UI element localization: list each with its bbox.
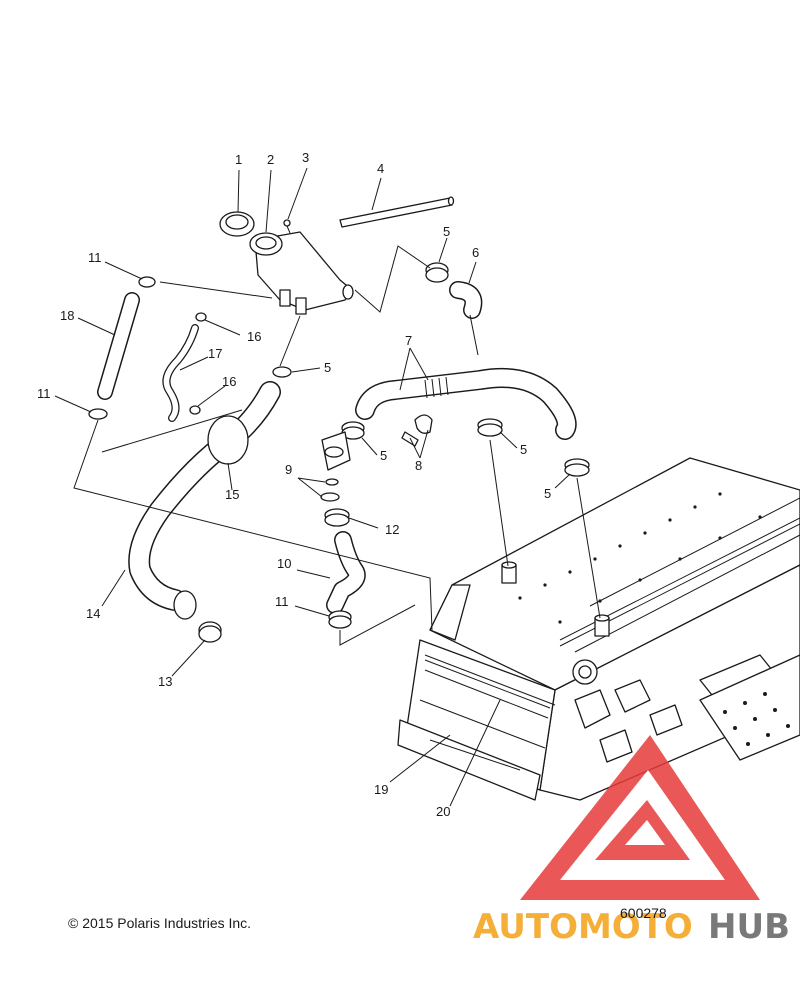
callout-11-bottom: 11 [275,594,289,609]
part-18-hose [97,292,140,400]
leader-lines [54,167,601,807]
callout-5-right: 5 [520,442,527,457]
part-11-clamps [88,276,352,629]
part-5-clamps [272,262,590,477]
callout-5-top: 5 [443,224,450,239]
callout-5-far-right: 5 [544,486,551,501]
callout-10: 10 [277,556,291,571]
part-4-pipe [339,196,455,228]
copyright-notice: © 2015 Polaris Industries Inc. [68,915,251,931]
part-6-elbow-hose [449,281,483,319]
thermostat-housing [321,431,351,471]
callout-12: 12 [385,522,399,537]
callout-3: 3 [302,150,309,165]
chassis-tunnel [397,457,800,801]
part-2-coolant-bottle [249,231,354,315]
callout-5-mid: 5 [380,448,387,463]
callout-7: 7 [405,333,412,348]
callout-15: 15 [225,487,239,502]
part-14-lower-hose [128,381,281,620]
callout-16-top: 16 [247,329,261,344]
callout-17: 17 [208,346,222,361]
watermark-text-part1: AUTOMOTO [473,907,693,947]
callout-5-mid-left: 5 [324,360,331,375]
part-13-clamp [198,621,222,643]
watermark-text-part2: HUB [708,907,790,947]
callout-11-top: 11 [88,250,102,265]
figure-number: 600278 [620,905,667,921]
running-board-holes [723,692,790,746]
callout-11-left: 11 [37,386,51,401]
callout-20: 20 [436,804,450,819]
part-7-upper-hose [355,367,577,440]
part-3-screw [283,219,291,234]
part-17-small-hose [162,324,199,422]
callout-1: 1 [235,152,242,167]
callout-14: 14 [86,606,100,621]
callout-16-mid: 16 [222,374,236,389]
part-9-orings [320,478,340,502]
callout-13: 13 [158,674,172,689]
callout-6: 6 [472,245,479,260]
watermark-logo [520,735,760,900]
callout-2: 2 [267,152,274,167]
callout-8: 8 [415,458,422,473]
callout-19: 19 [374,782,388,797]
callout-9: 9 [285,462,292,477]
part-1-cap [219,211,255,237]
part-16-fittings [189,312,207,415]
callout-4: 4 [377,161,384,176]
callout-18: 18 [60,308,74,323]
part-15-hose-guard [101,409,249,465]
part-12-clamp [324,508,350,527]
callout-labels: 1 2 3 4 5 6 11 18 16 7 17 5 16 11 5 5 8 … [37,150,551,819]
part-10-short-hose [326,531,366,614]
